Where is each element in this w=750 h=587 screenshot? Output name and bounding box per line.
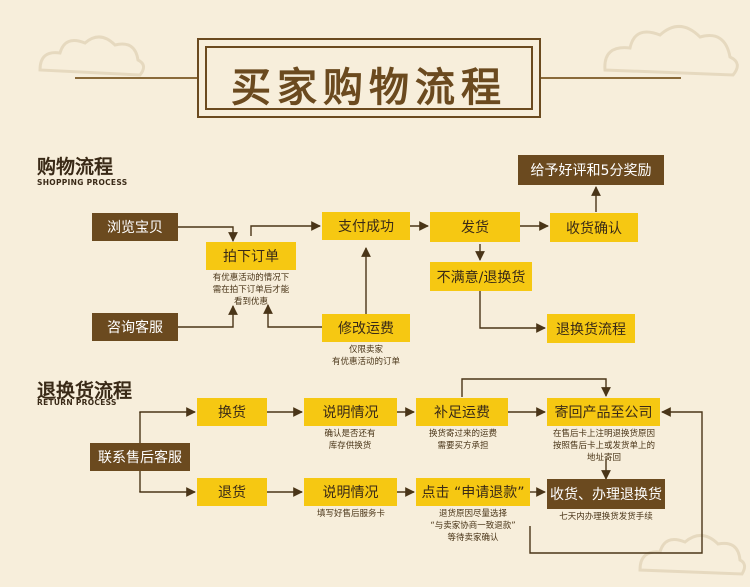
modify-shipping-box: 修改运费 <box>322 314 410 342</box>
cloud-decoration-left <box>38 35 145 77</box>
pay-freight-note: 换货寄过来的运费需要买方承担 <box>428 429 497 451</box>
header-banner: 买家购物流程 <box>197 38 541 118</box>
exchange-box: 换货 <box>197 398 267 426</box>
modify-shipping-note: 仅限卖家有优惠活动的订单 <box>331 345 400 367</box>
header-line-left <box>75 77 197 79</box>
unhappy-return-box: 不满意/退换货 <box>430 262 532 291</box>
final-processing-box: 收货、办理退换货 <box>547 479 665 509</box>
contact-aftersales-box: 联系售后客服 <box>90 443 190 471</box>
ship-box: 发货 <box>430 212 520 242</box>
refund-box: 退货 <box>197 478 267 506</box>
header-line-right <box>541 77 681 79</box>
place-order-box: 拍下订单 <box>206 242 296 270</box>
place-order-note: 有优惠活动的情况下需在拍下订单后才能看到优惠 <box>212 273 290 307</box>
explain-exchange-box: 说明情况 <box>304 398 397 426</box>
receive-confirm-box: 收货确认 <box>550 213 638 242</box>
shopping-section-subtitle: SHOPPING PROCESS <box>37 178 128 187</box>
consult-service-box: 咨询客服 <box>92 313 178 341</box>
apply-refund-note: 退货原因尽量选择“与卖家协商一致退款”等待卖家确认 <box>430 509 516 543</box>
send-back-note: 在售后卡上注明退换货原因按照售后卡上或发货单上的地址寄回 <box>552 429 655 463</box>
explain-exchange-note: 确认是否还有库存供换货 <box>324 429 376 451</box>
payment-success-box: 支付成功 <box>322 212 410 240</box>
explain-refund-note: 填写好售后服务卡 <box>316 509 385 519</box>
pay-freight-box: 补足运费 <box>416 398 508 426</box>
page-title: 买家购物流程 <box>231 65 507 111</box>
explain-refund-box: 说明情况 <box>304 478 397 506</box>
review-reward-box: 给予好评和5分奖励 <box>518 155 664 185</box>
return-process-box: 退换货流程 <box>547 314 635 343</box>
browse-products-box: 浏览宝贝 <box>92 213 178 241</box>
return-section-subtitle: RETURN PROCESS <box>37 398 117 407</box>
return-section-title: 退换货流程 <box>37 380 133 402</box>
shopping-section-title: 购物流程 <box>37 156 114 178</box>
cloud-decoration-bottom-right <box>638 534 747 576</box>
send-back-box: 寄回产品至公司 <box>547 398 660 426</box>
apply-refund-box: 点击 “申请退款” <box>416 478 530 506</box>
final-processing-note: 七天内办理换货发货手续 <box>559 512 653 522</box>
cloud-decoration-right <box>603 25 739 77</box>
